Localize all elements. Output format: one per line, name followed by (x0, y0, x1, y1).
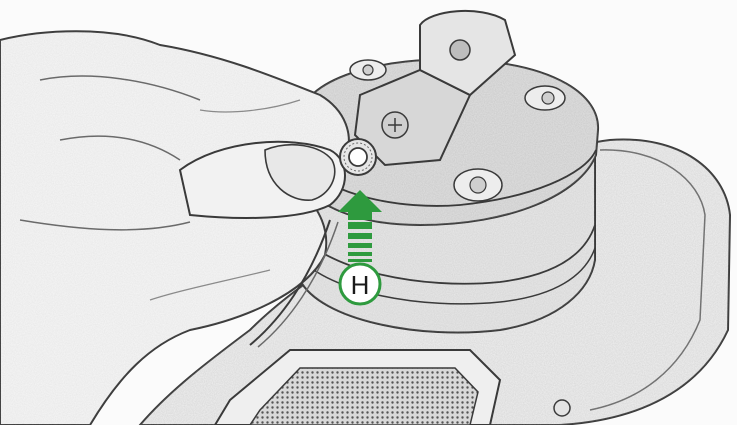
callout-badge: H (340, 264, 380, 304)
washer-part (340, 139, 376, 175)
callout-label: H (351, 270, 370, 300)
